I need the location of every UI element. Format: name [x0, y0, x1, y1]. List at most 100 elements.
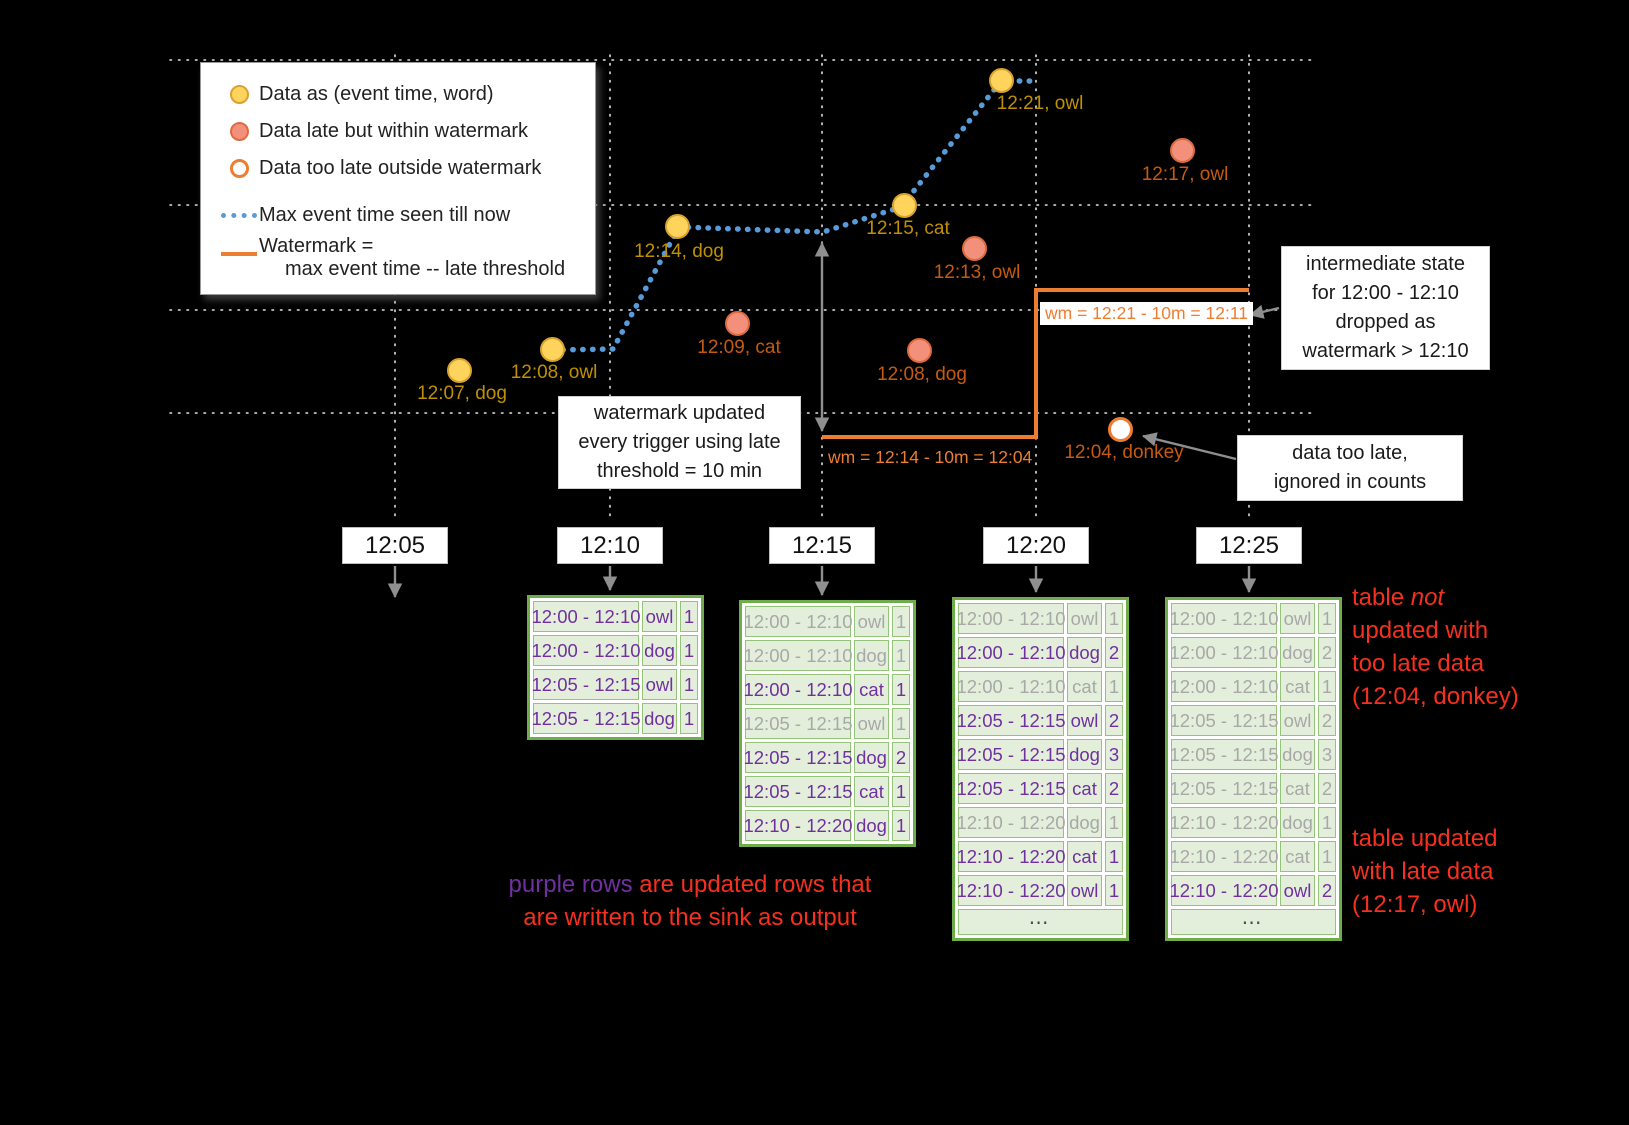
- table-cell: owl: [1280, 603, 1315, 634]
- table-cell: 12:10 - 12:20: [1169, 875, 1279, 906]
- trigger-time-12-10: 12:10: [557, 527, 663, 564]
- watermark-line: [822, 288, 1249, 439]
- table-cell: 12:00 - 12:10: [1169, 637, 1279, 668]
- data-point-12-13-owl: [962, 236, 987, 261]
- table-cell: 12:05 - 12:15: [1169, 739, 1279, 770]
- table-cell: dog: [854, 810, 889, 841]
- data-point-label: 12:14, dog: [634, 241, 724, 262]
- data-point-label: 12:09, cat: [697, 337, 781, 358]
- table-cell: 12:05 - 12:15: [743, 708, 853, 739]
- table-cell: 2: [1318, 705, 1336, 736]
- legend-item-label: Max event time seen till now: [259, 204, 511, 226]
- legend: Data as (event time, word) Data late but…: [200, 62, 596, 295]
- table-cell: 1: [892, 810, 910, 841]
- intermediate-state-callout-arrow: [1249, 304, 1280, 319]
- table-cell: 1: [1318, 841, 1336, 872]
- legend-item-label: Data too late outside watermark: [259, 157, 542, 179]
- table-cell: 1: [1105, 671, 1123, 702]
- watermark-value-label-2: wm = 12:21 - 10m = 12:11: [1040, 302, 1253, 325]
- trigger-time-12-05: 12:05: [342, 527, 448, 564]
- note-purple-rows: purple rows are updated rows that are wr…: [508, 871, 872, 932]
- table-cell: 12:00 - 12:10: [743, 674, 853, 705]
- table-cell: owl: [1280, 875, 1315, 906]
- data-point-label: 12:07, dog: [417, 383, 507, 404]
- table-cell: dog: [1280, 807, 1315, 838]
- table-cell: 3: [1318, 739, 1336, 770]
- callout-too-late: data too late, ignored in counts: [1237, 435, 1463, 501]
- data-point-12-07-dog: [447, 358, 472, 383]
- table-cell: 1: [892, 776, 910, 807]
- table-cell: 2: [1105, 705, 1123, 736]
- table-cell: 12:05 - 12:15: [743, 742, 853, 773]
- table-cell: owl: [854, 606, 889, 637]
- data-point-label: 12:08, dog: [877, 364, 967, 385]
- table-cell: 12:00 - 12:10: [1169, 603, 1279, 634]
- table-cell: 12:00 - 12:10: [1169, 671, 1279, 702]
- table-cell: cat: [1280, 841, 1315, 872]
- table-cell: cat: [1067, 671, 1102, 702]
- table-cell: 2: [1318, 875, 1336, 906]
- table-cell: 12:00 - 12:10: [956, 671, 1066, 702]
- table-cell: 1: [680, 669, 698, 700]
- table-cell: 12:00 - 12:10: [743, 640, 853, 671]
- table-cell: dog: [854, 742, 889, 773]
- data-point-label: 12:13, owl: [933, 262, 1021, 283]
- table-cell: 1: [680, 601, 698, 632]
- table-cell: 12:10 - 12:20: [743, 810, 853, 841]
- table-cell: 12:10 - 12:20: [956, 807, 1066, 838]
- table-cell: 1: [1318, 807, 1336, 838]
- legend-item-too-late: Data too late outside watermark: [201, 150, 595, 187]
- legend-item-on-time: Data as (event time, word): [201, 76, 595, 113]
- table-cell: 12:05 - 12:15: [531, 703, 641, 734]
- table-cell: 12:00 - 12:10: [743, 606, 853, 637]
- data-point-12-15-cat: [892, 193, 917, 218]
- table-cell: 2: [1318, 637, 1336, 668]
- too-late-callout-arrow: [1142, 432, 1237, 461]
- data-point-12-17-owl: [1170, 138, 1195, 163]
- note-late-updated: table updated with late data (12:17, owl…: [1352, 825, 1498, 919]
- table-cell: 1: [1105, 807, 1123, 838]
- table-ellipsis-row: ⋯: [958, 909, 1123, 935]
- too-late-point-icon: [219, 158, 259, 180]
- table-cell: dog: [642, 635, 677, 666]
- table-cell: 12:05 - 12:15: [743, 776, 853, 807]
- data-point-12-21-owl: [989, 68, 1014, 93]
- trigger-time-12-20: 12:20: [983, 527, 1089, 564]
- watermark-value-label-1: wm = 12:14 - 10m = 12:04: [828, 447, 1033, 467]
- table-cell: 12:05 - 12:15: [1169, 773, 1279, 804]
- data-point-label: 12:21, owl: [996, 93, 1084, 114]
- legend-item-label: Watermark =: [259, 235, 374, 257]
- legend-item-label: Data late but within watermark: [259, 120, 529, 142]
- on-time-point-icon: [219, 84, 259, 106]
- callout-watermark-update: watermark updated every trigger using la…: [558, 396, 801, 489]
- table-cell: dog: [1280, 637, 1315, 668]
- max-event-time-line-icon: [219, 205, 259, 227]
- table-cell: 12:05 - 12:15: [956, 705, 1066, 736]
- table-cell: 12:00 - 12:10: [956, 603, 1066, 634]
- table-cell: 1: [1105, 603, 1123, 634]
- legend-item-label: Data as (event time, word): [259, 83, 494, 105]
- late-point-icon: [219, 121, 259, 143]
- table-cell: 12:00 - 12:10: [956, 637, 1066, 668]
- trigger-time-12-25: 12:25: [1196, 527, 1302, 564]
- data-point-12-04-donkey: [1108, 417, 1133, 442]
- table-ellipsis-row: ⋯: [1171, 909, 1336, 935]
